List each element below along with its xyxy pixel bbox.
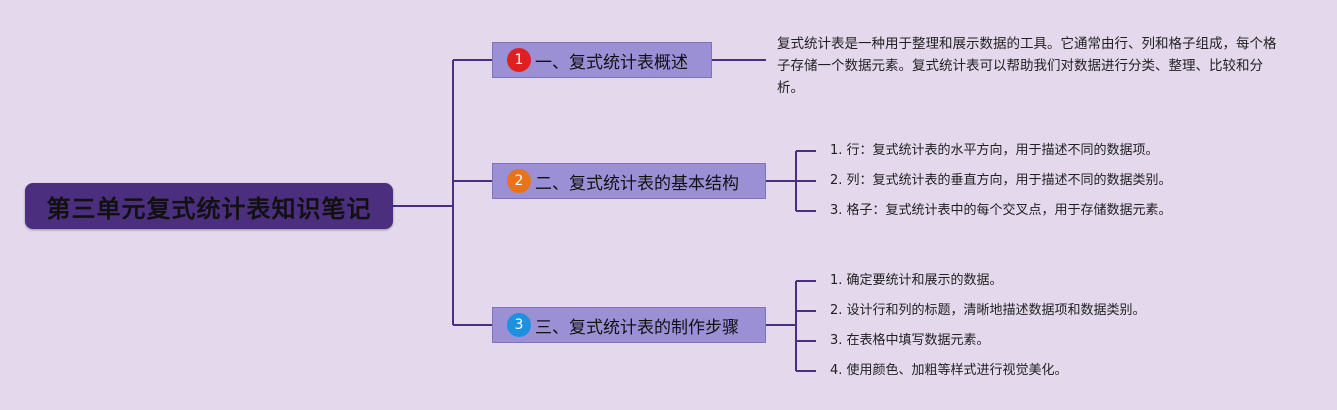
branch-label: 三、复式统计表的制作步骤: [535, 317, 739, 338]
structure-item-column: 2. 列：复式统计表的垂直方向，用于描述不同的数据类别。: [830, 173, 1172, 188]
number-1-icon: 1: [507, 48, 531, 72]
overview-description: 复式统计表是一种用于整理和展示数据的工具。它通常由行、列和格子组成，每个格子存储…: [777, 36, 1277, 96]
step-item-4: 4. 使用颜色、加粗等样式进行视觉美化。: [830, 363, 1068, 378]
branch-production-steps[interactable]: 3 三、复式统计表的制作步骤: [492, 307, 766, 343]
number-2-icon: 2: [507, 169, 531, 193]
step-item-2: 2. 设计行和列的标题，清晰地描述数据项和数据类别。: [830, 303, 1146, 318]
step-item-1: 1. 确定要统计和展示的数据。: [830, 273, 1003, 288]
root-topic[interactable]: 第三单元复式统计表知识笔记: [25, 183, 393, 229]
root-title: 第三单元复式统计表知识笔记: [46, 194, 372, 223]
branch-basic-structure[interactable]: 2 二、复式统计表的基本结构: [492, 163, 766, 199]
structure-item-cell: 3. 格子：复式统计表中的每个交叉点，用于存储数据元素。: [830, 203, 1172, 218]
branch-label: 二、复式统计表的基本结构: [535, 173, 739, 194]
step-item-3: 3. 在表格中填写数据元素。: [830, 333, 990, 348]
number-3-icon: 3: [507, 313, 531, 337]
structure-item-row: 1. 行：复式统计表的水平方向，用于描述不同的数据项。: [830, 143, 1159, 158]
branch-overview[interactable]: 1 一、复式统计表概述: [492, 42, 712, 78]
branch-label: 一、复式统计表概述: [535, 52, 688, 73]
